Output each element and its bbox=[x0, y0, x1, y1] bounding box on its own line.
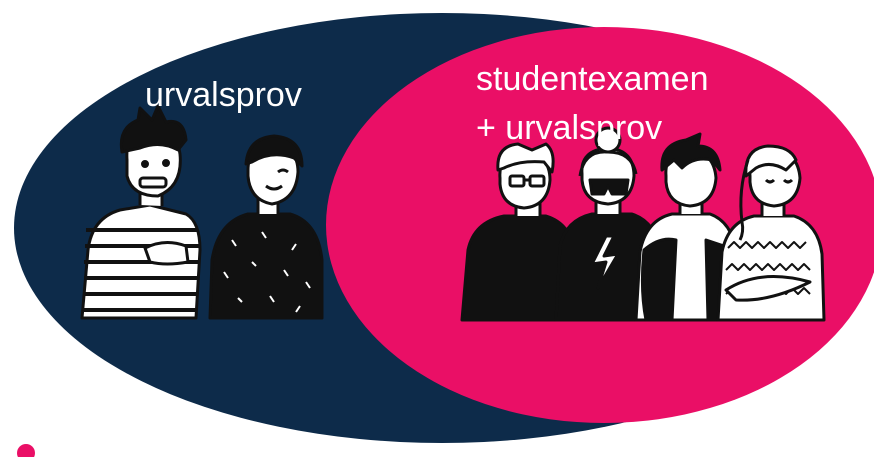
person-braid-icon bbox=[716, 144, 826, 322]
person-sunglasses-bolt-icon bbox=[554, 126, 662, 322]
pink-dot-icon bbox=[17, 444, 35, 457]
inner-set-label-line1: studentexamen bbox=[476, 60, 709, 98]
outer-set-label: urvalsprov bbox=[145, 76, 302, 114]
inner-set-label-line2: + urvalsprov bbox=[476, 109, 663, 147]
person-striped-shirt-icon bbox=[80, 104, 202, 320]
inner-people-group bbox=[460, 126, 826, 322]
person-dark-sweater-icon bbox=[208, 134, 324, 320]
person-glasses-icon bbox=[460, 142, 578, 322]
